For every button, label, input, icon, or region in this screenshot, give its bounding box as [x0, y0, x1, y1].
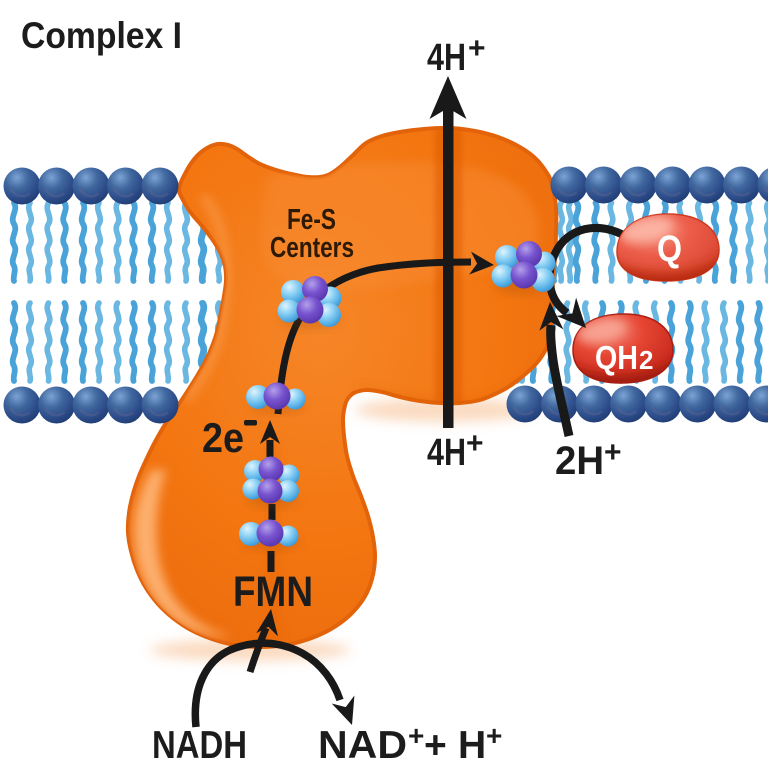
svg-text:+: +: [468, 32, 486, 65]
svg-text:Centers: Centers: [270, 232, 354, 264]
svg-text:Q: Q: [657, 228, 682, 269]
svg-text:+: +: [486, 720, 502, 751]
svg-text:2H: 2H: [555, 439, 604, 483]
svg-text:+: +: [466, 427, 484, 460]
svg-text:QH: QH: [595, 339, 638, 376]
svg-text:Fe-S: Fe-S: [287, 204, 336, 236]
svg-text:NAD: NAD: [318, 724, 407, 767]
svg-text:+: +: [424, 724, 447, 767]
svg-text:+: +: [408, 720, 424, 751]
svg-text:H: H: [458, 724, 486, 767]
svg-text:NADH: NADH: [152, 724, 247, 767]
svg-text:4H: 4H: [427, 432, 466, 474]
svg-text:2: 2: [639, 345, 653, 375]
svg-text:4H: 4H: [427, 37, 466, 79]
svg-text:Complex I: Complex I: [21, 15, 182, 56]
svg-text:+: +: [604, 436, 622, 469]
svg-text:2e: 2e: [202, 414, 244, 461]
svg-text:FMN: FMN: [233, 568, 313, 616]
